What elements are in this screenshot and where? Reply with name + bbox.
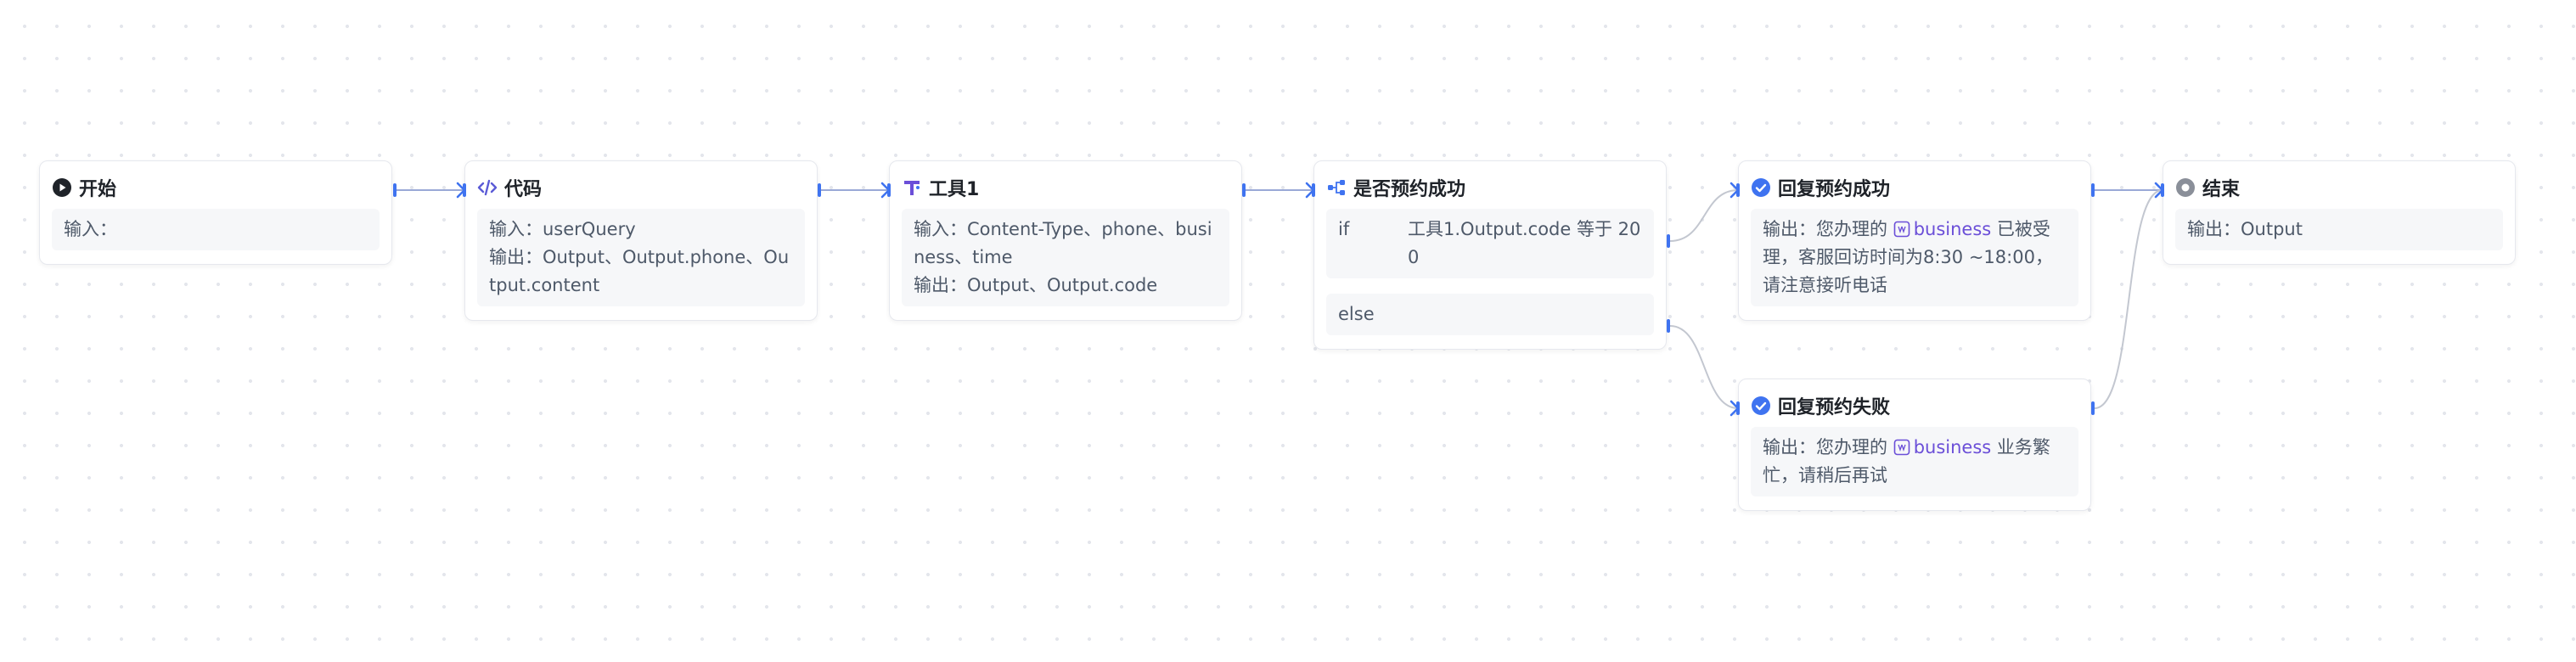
- node-reply-fail[interactable]: 回复预约失败 输出：您办理的 business 业务繁忙，请稍后再试: [1738, 379, 2091, 511]
- variable-name: business: [1913, 437, 1992, 457]
- node-header: 开始: [52, 173, 380, 202]
- input-handle[interactable]: [1736, 183, 1740, 197]
- input-handle[interactable]: [887, 183, 891, 197]
- node-start[interactable]: 开始 输入：: [39, 160, 392, 265]
- node-body: 输出：您办理的 business 业务繁忙，请稍后再试: [1751, 427, 2078, 496]
- variable-icon: [1893, 221, 1910, 238]
- node-title: 工具1: [929, 179, 980, 200]
- input-text: 输入：Content-Type、phone、business、time: [914, 219, 1212, 267]
- node-code[interactable]: 代码 输入：userQuery 输出：Output、Output.phone、O…: [464, 160, 818, 321]
- output-text: 输出：Output: [2187, 219, 2303, 239]
- output-handle[interactable]: [393, 183, 397, 197]
- edge-fail-end: [2094, 189, 2163, 409]
- edge-else-fail: [1669, 325, 1739, 409]
- output-handle[interactable]: [2091, 183, 2095, 197]
- node-tool[interactable]: 工具1 输入：Content-Type、phone、business、time …: [889, 160, 1242, 321]
- else-output-handle[interactable]: [1667, 319, 1670, 333]
- output-handle[interactable]: [1242, 183, 1246, 197]
- output-text: 输出：Output、Output.phone、Output.content: [489, 247, 790, 295]
- output-suffix: 业务繁忙，请稍后再试: [1763, 437, 2050, 485]
- if-output-handle[interactable]: [1667, 234, 1670, 248]
- node-header: 回复预约成功: [1751, 173, 2078, 202]
- tool-icon: [902, 177, 922, 198]
- node-body: 输入：: [52, 209, 380, 250]
- if-condition: if 工具1.Output.code 等于 200: [1326, 209, 1654, 278]
- node-title: 开始: [79, 179, 117, 200]
- input-handle[interactable]: [1312, 183, 1315, 197]
- if-value: 工具1.Output.code 等于 200: [1408, 219, 1641, 267]
- variable-name: business: [1913, 219, 1992, 239]
- node-header: 回复预约失败: [1751, 391, 2078, 420]
- node-reply-success[interactable]: 回复预约成功 输出：您办理的 business 已被受理，客服回访时间为8:30…: [1738, 160, 2091, 321]
- output-prefix: 输出：您办理的: [1763, 437, 1893, 457]
- node-branch[interactable]: 是否预约成功 if 工具1.Output.code 等于 200 else: [1313, 160, 1667, 350]
- input-handle[interactable]: [463, 183, 466, 197]
- variable-tag[interactable]: business: [1893, 437, 1992, 457]
- output-handle[interactable]: [818, 183, 821, 197]
- node-body: 输入：Content-Type、phone、business、time 输出：O…: [902, 209, 1229, 306]
- node-title: 代码: [504, 179, 543, 200]
- node-title: 是否预约成功: [1353, 179, 1466, 200]
- input-handle[interactable]: [1736, 401, 1740, 415]
- node-title: 回复预约成功: [1778, 179, 1891, 200]
- node-header: 工具1: [902, 173, 1229, 202]
- variable-tag[interactable]: business: [1893, 219, 1992, 239]
- node-title: 回复预约失败: [1778, 397, 1891, 418]
- node-end[interactable]: 结束 输出：Output: [2163, 160, 2516, 265]
- output-handle[interactable]: [2091, 401, 2095, 415]
- input-handle[interactable]: [2161, 183, 2164, 197]
- node-body: 输出：您办理的 business 已被受理，客服回访时间为8:30 ~18:00…: [1751, 209, 2078, 306]
- node-header: 是否预约成功: [1326, 173, 1654, 202]
- node-body: 输入：userQuery 输出：Output、Output.phone、Outp…: [477, 209, 805, 306]
- node-body: 输出：Output: [2175, 209, 2503, 250]
- edge-if-success: [1669, 189, 1739, 242]
- if-key: if: [1338, 219, 1350, 239]
- input-text: 输入：: [64, 219, 117, 239]
- node-header: 代码: [477, 173, 805, 202]
- output-text: 输出：Output、Output.code: [914, 275, 1158, 295]
- node-header: 结束: [2175, 173, 2503, 202]
- branch-icon: [1326, 177, 1347, 198]
- code-icon: [477, 177, 498, 198]
- output-suffix: 已被受理，客服回访时间为8:30 ~18:00，请注意接听电话: [1763, 219, 2053, 295]
- else-key: else: [1338, 304, 1375, 324]
- variable-icon: [1893, 439, 1910, 456]
- play-circle-icon: [52, 177, 72, 198]
- node-title: 结束: [2202, 179, 2241, 200]
- check-circle-icon: [1751, 177, 1771, 198]
- else-condition: else: [1326, 294, 1654, 335]
- output-prefix: 输出：您办理的: [1763, 219, 1893, 239]
- stop-circle-icon: [2175, 177, 2196, 198]
- check-circle-icon: [1751, 396, 1771, 416]
- input-text: 输入：userQuery: [489, 219, 636, 239]
